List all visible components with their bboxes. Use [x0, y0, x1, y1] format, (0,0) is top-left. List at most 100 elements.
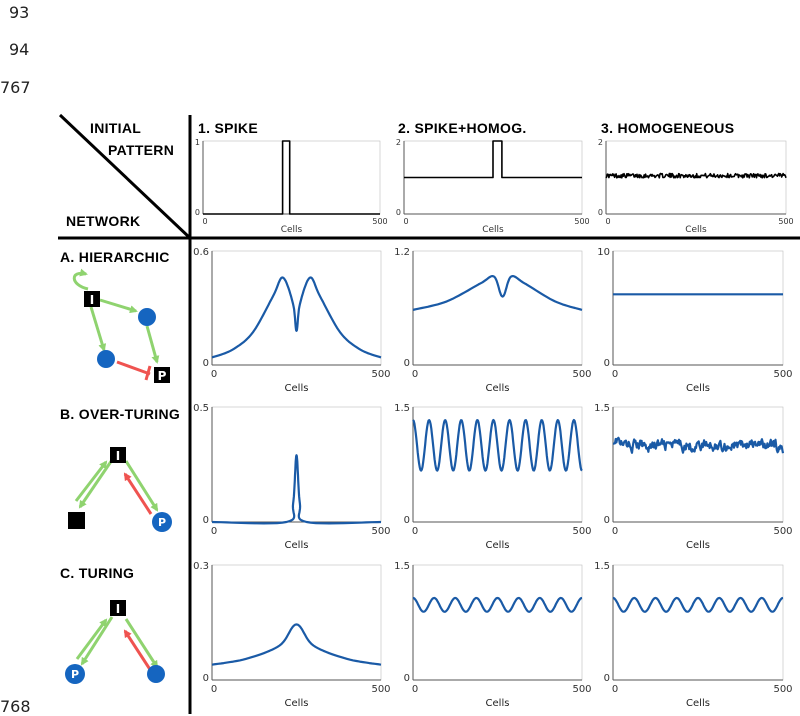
x-tick-label: 0	[612, 369, 618, 380]
x-tick-label: 500	[572, 369, 591, 380]
y-tick-label: 0	[396, 208, 401, 217]
y-tick-label: 1.5	[594, 561, 610, 572]
x-tick-label: 500	[773, 369, 792, 380]
x-axis-label: Cells	[686, 540, 710, 551]
y-tick-label: 0	[203, 358, 209, 369]
x-tick-label: 500	[371, 369, 390, 380]
y-tick-label: 0.5	[193, 403, 209, 414]
x-tick-label: 500	[773, 684, 792, 695]
node-p-label: P	[71, 668, 79, 681]
x-axis-label: Cells	[686, 698, 710, 709]
column-header-homogeneous: 3. HOMOGENEOUS	[601, 120, 735, 136]
activation-arrow	[124, 618, 159, 669]
x-axis-label: Cells	[685, 225, 707, 235]
x-axis-label: Cells	[486, 540, 510, 551]
node-p-label: P	[158, 369, 167, 383]
y-tick-label: 2	[396, 138, 401, 147]
activation-arrow	[124, 460, 159, 512]
network-label: NETWORK	[66, 213, 141, 229]
activation-arrow	[80, 616, 114, 666]
node-i	[110, 600, 126, 616]
node-black	[68, 512, 85, 529]
inhibition-bar-arrow	[116, 360, 151, 376]
x-axis-label: Cells	[486, 383, 510, 394]
x-tick-label: 500	[572, 684, 591, 695]
series-line-B-3	[612, 436, 785, 454]
activation-arrow	[89, 306, 107, 352]
x-tick-label: 500	[773, 526, 792, 537]
x-axis-label: Cells	[285, 540, 309, 551]
y-tick-label: 0	[604, 358, 610, 369]
activation-arrow	[75, 618, 108, 660]
plot-frame	[612, 406, 784, 523]
node-blue	[97, 350, 115, 368]
y-tick-label: 1.5	[594, 403, 610, 414]
plot-frame	[612, 564, 784, 681]
y-tick-label: 0	[195, 208, 200, 217]
x-axis-label: Cells	[686, 383, 710, 394]
series-line-B-1	[211, 454, 382, 525]
inhibition-arrow	[123, 629, 153, 672]
row-header-hierarchic: A. HIERARCHIC	[60, 249, 170, 265]
series-line-C-3	[612, 596, 784, 613]
plot-frame	[202, 140, 381, 215]
x-tick-label: 500	[574, 217, 589, 226]
series-line-A-1	[211, 276, 382, 359]
row-header-turing: C. TURING	[60, 565, 135, 581]
series-line-initial-3	[605, 172, 787, 179]
x-axis-label: Cells	[486, 698, 510, 709]
initial-label: INITIAL	[90, 120, 142, 136]
series-line-C-2	[412, 596, 583, 613]
x-tick-label: 500	[372, 217, 387, 226]
y-tick-label: 0	[604, 673, 610, 684]
node-i-label: I	[116, 602, 120, 616]
plot-frame	[412, 250, 583, 366]
activation-arrow	[74, 460, 108, 502]
x-tick-label: 0	[612, 526, 618, 537]
y-tick-label: 1.5	[394, 403, 410, 414]
node-p	[65, 664, 85, 684]
series-line-B-2	[412, 418, 583, 472]
line-number: 94	[9, 40, 30, 59]
node-i	[110, 447, 126, 463]
x-tick-label: 0	[202, 217, 207, 226]
x-tick-label: 0	[612, 684, 618, 695]
x-tick-label: 0	[211, 369, 217, 380]
node-i	[84, 291, 100, 307]
x-tick-label: 0	[211, 684, 217, 695]
x-tick-label: 0	[605, 217, 610, 226]
y-tick-label: 0.3	[193, 561, 209, 572]
y-tick-label: 0	[203, 515, 209, 526]
line-number: 93	[9, 3, 30, 22]
x-tick-label: 0	[412, 526, 418, 537]
y-tick-label: 0	[203, 673, 209, 684]
series-line-initial-2	[404, 140, 582, 179]
y-tick-label: 1.2	[394, 247, 410, 258]
inhibition-arrow	[123, 472, 153, 515]
column-header-spike-homog: 2. SPIKE+HOMOG.	[398, 120, 527, 136]
x-tick-label: 0	[403, 217, 408, 226]
series-line-C-1	[211, 623, 382, 666]
x-axis-label: Cells	[482, 225, 504, 235]
x-tick-label: 0	[412, 684, 418, 695]
x-tick-label: 500	[572, 526, 591, 537]
self-activation-loop	[72, 268, 89, 291]
y-tick-label: 0	[404, 673, 410, 684]
row-header-over-turing: B. OVER-TURING	[60, 406, 181, 422]
network-hierarchic: I P	[72, 268, 170, 383]
x-tick-label: 500	[371, 526, 390, 537]
activation-arrow	[99, 298, 138, 314]
y-tick-label: 0	[598, 208, 603, 217]
x-tick-label: 0	[412, 369, 418, 380]
y-tick-label: 0	[604, 515, 610, 526]
line-number: 768	[0, 697, 31, 716]
column-header-spike: 1. SPIKE	[198, 120, 258, 136]
plot-frame	[412, 564, 583, 681]
y-tick-label: 1.5	[394, 561, 410, 572]
plot-frame	[612, 250, 784, 366]
line-number: 767	[0, 78, 31, 97]
node-blue	[147, 665, 165, 683]
plot-frame	[211, 564, 382, 681]
